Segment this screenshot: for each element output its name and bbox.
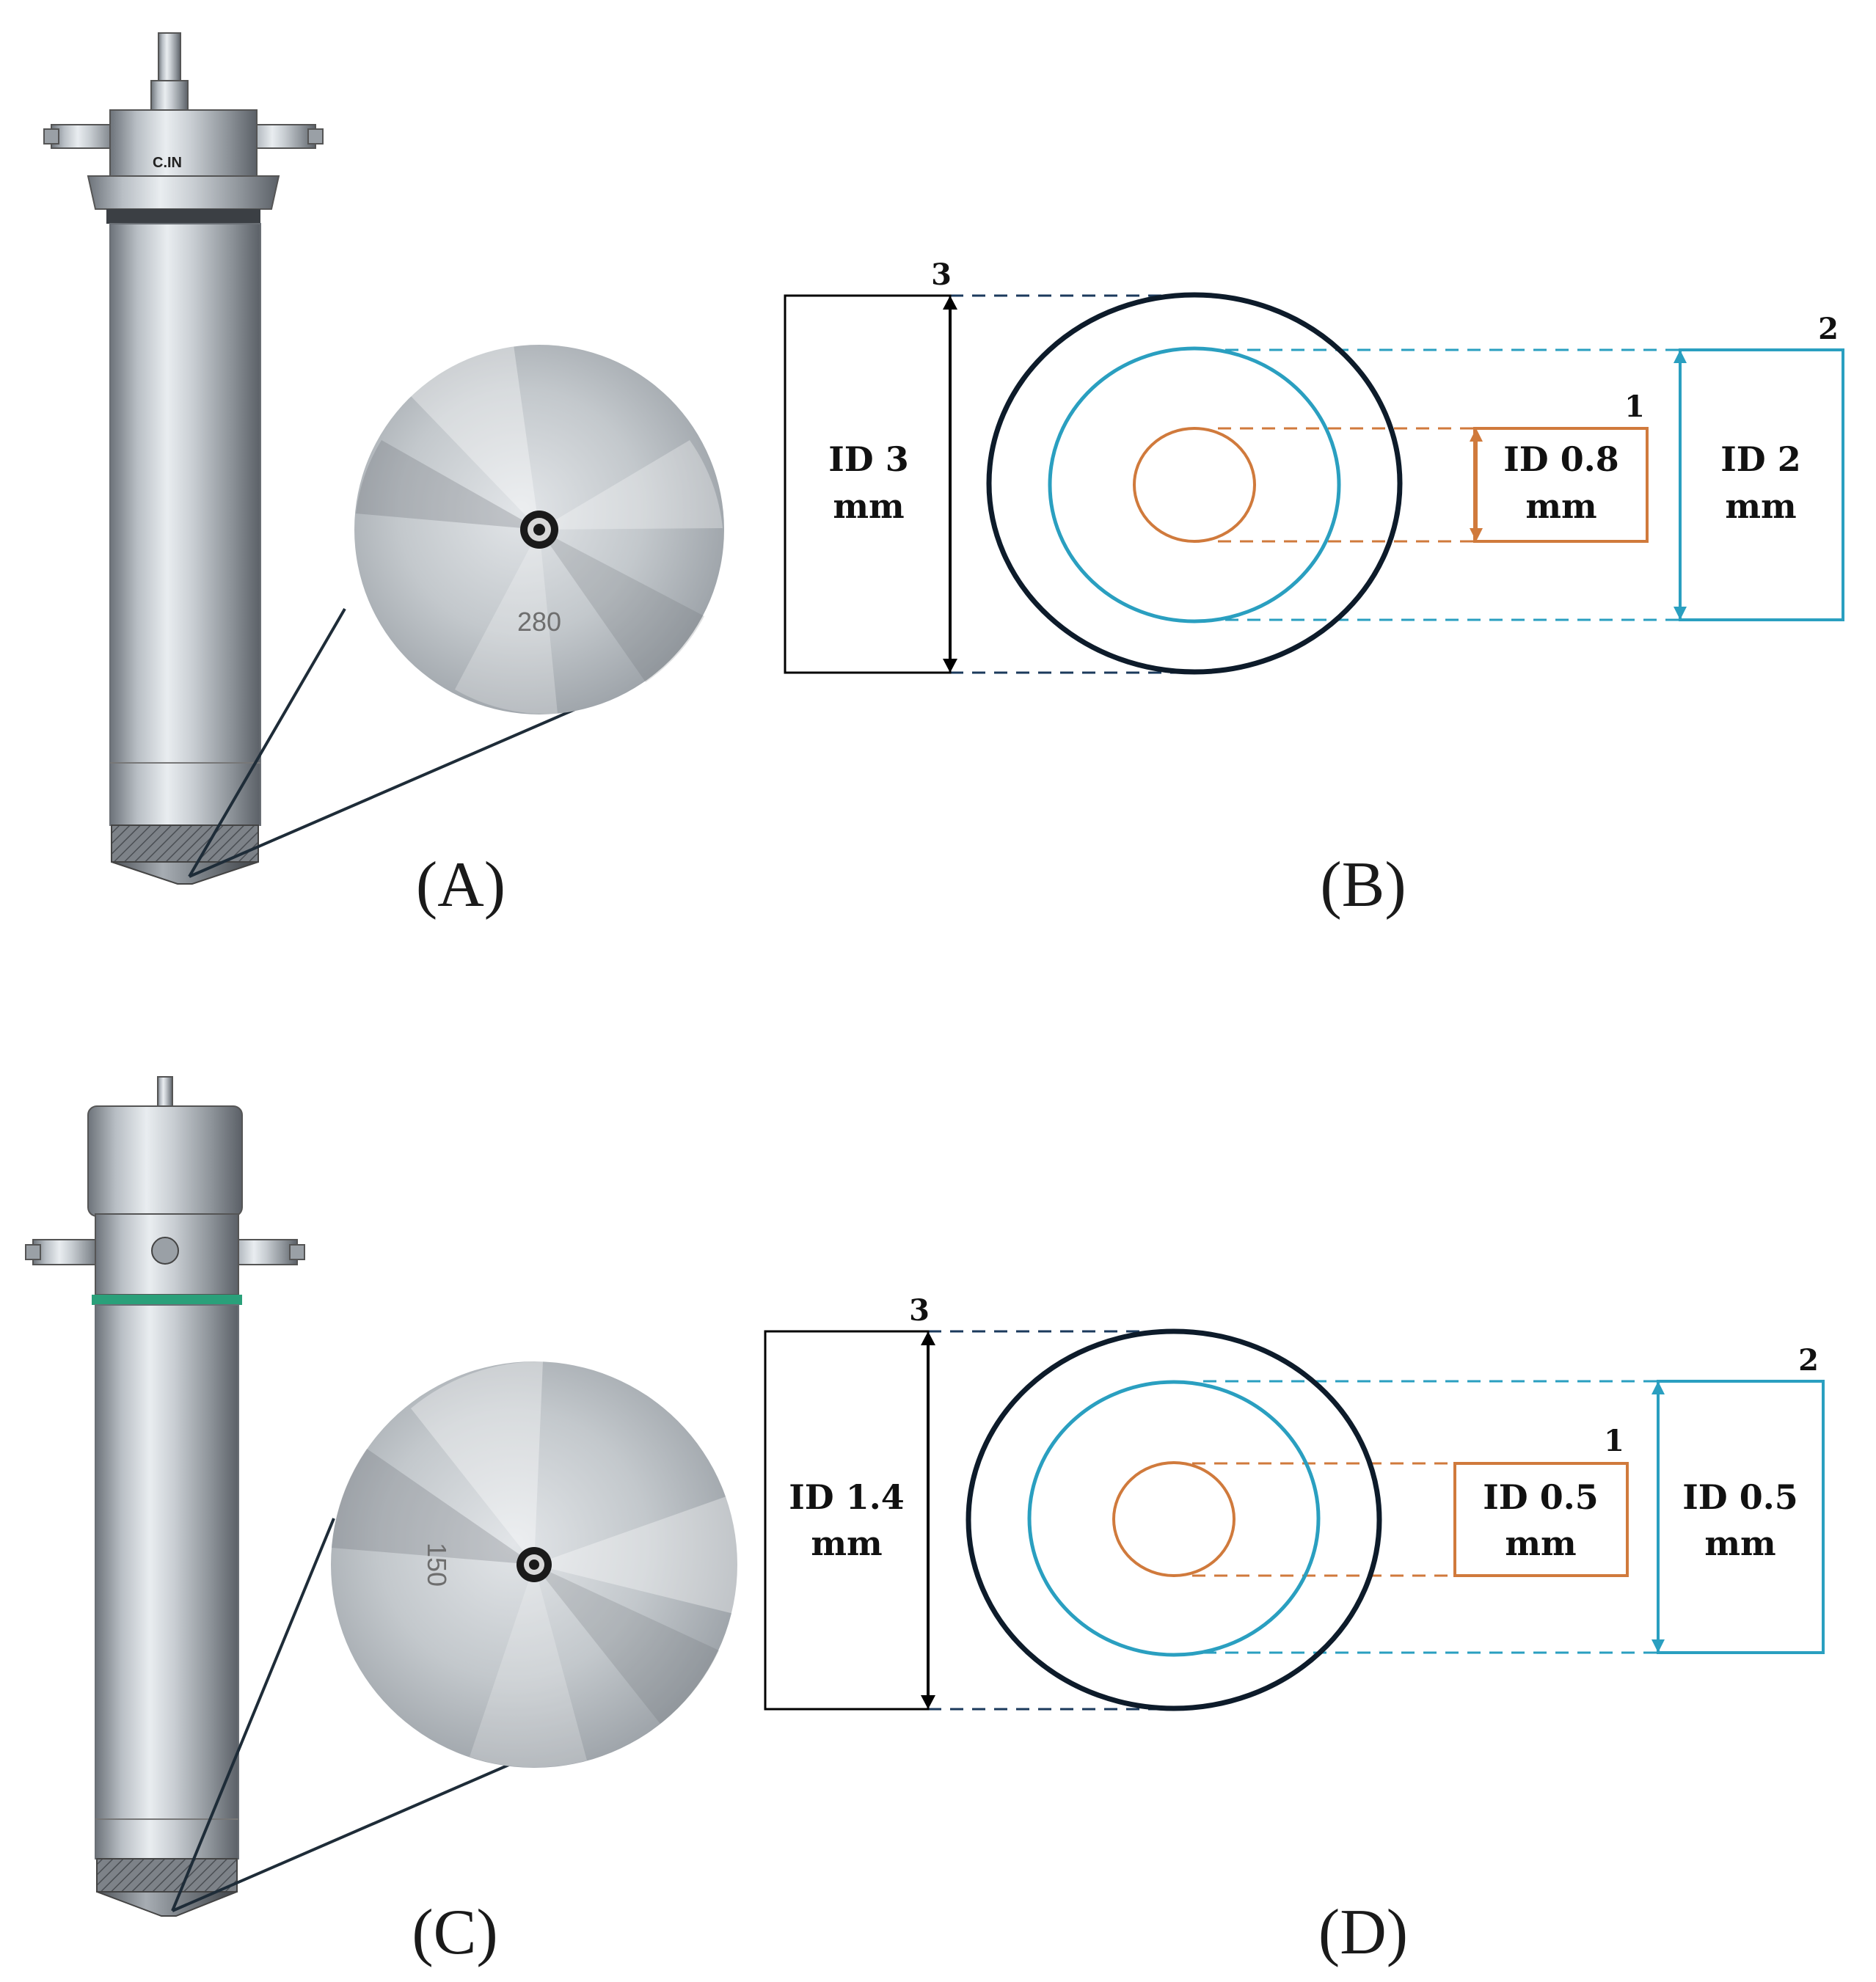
- top-fitting-a: [158, 32, 181, 85]
- guides-d: [928, 1330, 1658, 1711]
- box-3-line1-b: ID 3: [828, 439, 908, 479]
- side-fitting-left-c: [25, 1239, 103, 1265]
- panel-label-b: (B): [1320, 849, 1406, 921]
- box-1-d: [1453, 1462, 1629, 1577]
- box-1-line2-d: mm: [1505, 1524, 1576, 1563]
- box-2-d: [1657, 1380, 1825, 1654]
- zoom-line-lower-a: [189, 703, 588, 878]
- disc-c: 150: [331, 1361, 740, 1768]
- tip-a: [111, 861, 259, 885]
- panel-a: C.IN 280 (A): [43, 32, 724, 921]
- middle-ring-d: [1027, 1380, 1321, 1657]
- outer-ring-b: [986, 292, 1403, 675]
- box-3-number-d: 3: [909, 1293, 930, 1328]
- panel-label-a: (A): [416, 849, 506, 921]
- panel-d: 3 ID 1.4 mm 1 ID 0.5 mm 2 ID 0.5 mm (D): [764, 1293, 1825, 1968]
- box-1-number-b: 1: [1624, 390, 1645, 424]
- knurl-c: [96, 1858, 238, 1893]
- box-2-b: [1679, 348, 1844, 621]
- zoom-line-upper-a: [188, 607, 346, 878]
- side-fitting-right-c: [227, 1239, 305, 1265]
- box-2-line2-d: mm: [1704, 1524, 1775, 1563]
- disc-number-c: 150: [422, 1543, 452, 1587]
- zoom-line-upper-c: [171, 1518, 335, 1912]
- box-3-b: [784, 294, 952, 674]
- box-2-line1-d: ID 0.5: [1682, 1477, 1797, 1517]
- box-1-line2-b: mm: [1525, 486, 1596, 526]
- disc-number-a: 280: [517, 607, 561, 637]
- box-3-line2-b: mm: [833, 486, 904, 526]
- panel-label-d: (D): [1318, 1897, 1408, 1968]
- inner-ring-b: [1133, 427, 1256, 543]
- box-2-line1-b: ID 2: [1720, 439, 1800, 479]
- outer-ring-d: [966, 1328, 1382, 1711]
- panel-b: 3 ID 3 mm 1 ID 0.8 mm 2 ID 2 mm (B): [784, 257, 1844, 921]
- box-1-line1-b: ID 0.8: [1503, 439, 1618, 479]
- box-3-line2-d: mm: [811, 1524, 882, 1563]
- head-block-a: [109, 109, 258, 180]
- side-fitting-right-a: [245, 124, 324, 149]
- box-1-number-d: 1: [1604, 1424, 1624, 1458]
- nozzle-c: [25, 1076, 305, 1917]
- guides-b: [950, 294, 1680, 674]
- box-3-number-b: 3: [931, 257, 952, 292]
- body-a: [109, 223, 261, 826]
- box-3-line1-d: ID 1.4: [789, 1477, 904, 1517]
- box-2-line2-b: mm: [1725, 486, 1796, 526]
- inner-ring-d: [1112, 1461, 1236, 1577]
- port-label: C.IN: [153, 155, 182, 171]
- disc-a: 280: [354, 345, 724, 714]
- tip-c: [96, 1891, 238, 1917]
- zoom-line-lower-c: [172, 1741, 562, 1912]
- panel-label-c: (C): [412, 1897, 497, 1968]
- body-c: [95, 1304, 239, 1860]
- nozzle-a: C.IN: [43, 32, 324, 885]
- box-1-line1-d: ID 0.5: [1483, 1477, 1598, 1517]
- panel-c: 150 (C): [25, 1076, 740, 1968]
- cap-c: [87, 1105, 243, 1217]
- middle-ring-b: [1048, 346, 1341, 624]
- box-3-d: [764, 1330, 930, 1711]
- box-2-number-b: 2: [1818, 312, 1839, 346]
- box-2-number-d: 2: [1798, 1343, 1819, 1378]
